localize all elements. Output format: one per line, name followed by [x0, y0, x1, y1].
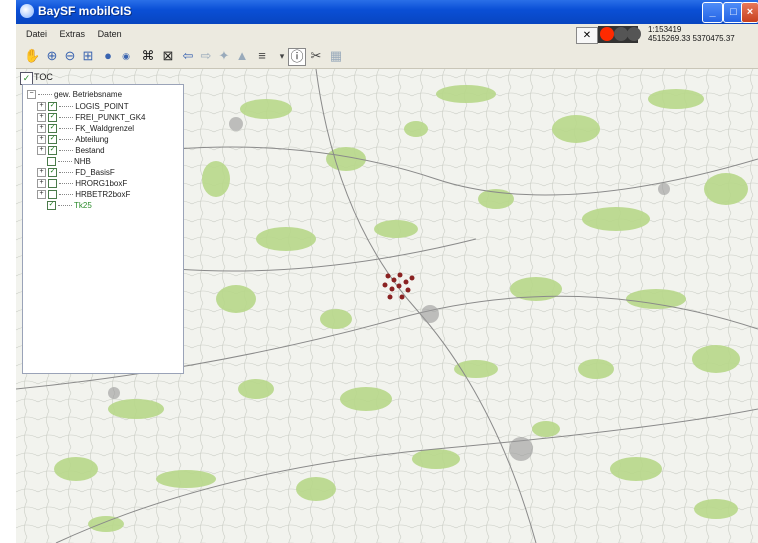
- layer-checkbox[interactable]: ✓: [48, 146, 58, 156]
- zoom-extent-icon[interactable]: ⊞: [82, 48, 94, 63]
- layer-name: FK_Waldgrenzel: [75, 124, 135, 133]
- globe-icon[interactable]: ●: [104, 48, 112, 63]
- toc-layer-row[interactable]: + ✓ FD_BasisF: [37, 167, 115, 178]
- layer-name: Abteilung: [75, 135, 109, 144]
- measure-icon[interactable]: ✂: [310, 48, 322, 63]
- forward-arrow-icon[interactable]: ⇨: [200, 48, 212, 63]
- gps-toggle-button[interactable]: ✕: [576, 27, 598, 44]
- layer-checkbox[interactable]: ✓: [47, 201, 56, 211]
- minimize-button[interactable]: _: [702, 2, 723, 23]
- menu-extras[interactable]: Extras: [59, 29, 86, 39]
- coordinate-value: 4515269.33 5370475.37: [648, 34, 735, 43]
- toc-layer-row[interactable]: NHB: [47, 156, 91, 167]
- window-title: BaySF mobilGIS: [38, 4, 132, 18]
- expand-icon[interactable]: +: [37, 190, 46, 200]
- app-icon: [20, 4, 34, 18]
- layers-icon[interactable]: ≡: [258, 48, 266, 63]
- layer-name: NHB: [74, 157, 91, 166]
- toc-layer-row[interactable]: + ✓ LOGIS_POINT: [37, 101, 129, 112]
- logis-points[interactable]: [382, 272, 415, 300]
- scale-value: 1:153419: [648, 25, 682, 34]
- edit-icon[interactable]: ▦: [329, 48, 343, 63]
- expand-icon[interactable]: +: [37, 124, 46, 134]
- gps-icon[interactable]: ✦: [218, 48, 230, 63]
- layer-name: Tk25: [74, 201, 92, 210]
- menu-daten[interactable]: Daten: [97, 29, 122, 39]
- status-led-red-icon: [600, 27, 614, 41]
- app-window: BaySF mobilGIS _ □ × Datei Extras Daten …: [16, 0, 758, 543]
- fixed-zoom-in-icon[interactable]: ⌘: [141, 48, 155, 63]
- title-bar: BaySF mobilGIS _ □ ×: [16, 0, 758, 24]
- expand-icon[interactable]: +: [37, 146, 46, 156]
- table-of-contents-panel: − gew. Betriebsname + ✓ LOGIS_POINT + ✓ FRE…: [22, 84, 184, 374]
- toolbar: ✋ ⊕ ⊖ ⊞ ● ◉ ⌘ ⊠ ⇦ ⇨ ✦ ▲ ≡ ▾ ⓘ ✂ ▦: [16, 44, 758, 69]
- layer-checkbox[interactable]: ✓: [48, 102, 58, 112]
- layer-name: LOGIS_POINT: [75, 102, 129, 111]
- layer-checkbox[interactable]: ✓: [48, 135, 58, 145]
- settlements: [108, 117, 670, 461]
- expand-icon[interactable]: +: [37, 168, 46, 178]
- zoom-out-icon[interactable]: ⊖: [64, 48, 76, 63]
- expand-icon[interactable]: +: [37, 102, 46, 112]
- zoom-in-icon[interactable]: ⊕: [46, 48, 58, 63]
- close-button[interactable]: ×: [741, 2, 758, 23]
- toc-layer-row[interactable]: + ✓ FREI_PUNKT_GK4: [37, 112, 145, 123]
- toc-label: TOC: [34, 72, 53, 82]
- toc-layer-row[interactable]: + ✓ Bestand: [37, 145, 105, 156]
- toc-layer-row[interactable]: + HRBETR2boxF: [37, 189, 130, 200]
- collapse-icon[interactable]: −: [27, 90, 36, 100]
- dropdown-arrow-icon[interactable]: ▾: [279, 51, 285, 61]
- layer-name: FD_BasisF: [75, 168, 115, 177]
- menu-bar: Datei Extras Daten: [16, 24, 758, 44]
- select-cursor-icon[interactable]: ▲: [235, 48, 249, 63]
- status-led-gray-icon: [614, 27, 628, 41]
- layer-checkbox[interactable]: ✓: [48, 168, 58, 178]
- layer-checkbox[interactable]: ✓: [48, 124, 58, 134]
- menu-datei[interactable]: Datei: [26, 29, 48, 39]
- fixed-zoom-out-icon[interactable]: ⊠: [162, 48, 174, 63]
- status-led-gray-icon: [627, 27, 641, 41]
- toc-layer-row[interactable]: + ✓ Abteilung: [37, 134, 109, 145]
- scale-readout: 1:153419 4515269.33 5370475.37: [648, 25, 735, 43]
- layer-name: HRORG1boxF: [75, 179, 128, 188]
- identify-icon[interactable]: ⓘ: [288, 48, 306, 66]
- toc-root-label: gew. Betriebsname: [54, 90, 123, 99]
- layer-name: Bestand: [75, 146, 105, 155]
- small-globe-icon[interactable]: ◉: [122, 51, 130, 61]
- expand-icon[interactable]: +: [37, 179, 46, 189]
- layer-name: HRBETR2boxF: [75, 190, 131, 199]
- layer-name: FREI_PUNKT_GK4: [75, 113, 146, 122]
- expand-icon[interactable]: +: [37, 113, 46, 123]
- layer-checkbox[interactable]: ✓: [48, 113, 58, 123]
- forest-areas: [54, 85, 748, 532]
- toc-layer-row[interactable]: + HRORG1boxF: [37, 178, 127, 189]
- toc-layer-row[interactable]: ✓ Tk25: [47, 200, 92, 211]
- toc-layer-row[interactable]: + ✓ FK_Waldgrenzel: [37, 123, 134, 134]
- layer-checkbox[interactable]: [48, 179, 58, 189]
- layer-checkbox[interactable]: [47, 157, 56, 167]
- layer-checkbox[interactable]: [48, 190, 58, 200]
- back-arrow-icon[interactable]: ⇦: [182, 48, 194, 63]
- expand-icon[interactable]: +: [37, 135, 46, 145]
- toc-root[interactable]: − gew. Betriebsname: [27, 89, 122, 100]
- pan-hand-icon[interactable]: ✋: [24, 48, 41, 63]
